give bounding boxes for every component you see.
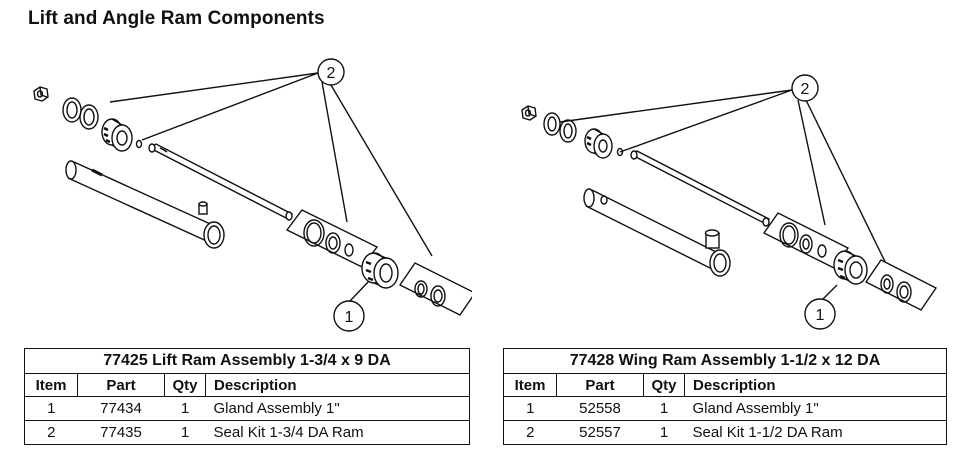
column-header-item: Item — [24, 373, 78, 397]
table-title: 77425 Lift Ram Assembly 1-3/4 x 9 DA — [24, 348, 470, 374]
cell-qty: 1 — [643, 420, 685, 445]
cell-description: Seal Kit 1-3/4 DA Ram — [205, 420, 470, 445]
seal-kit-box-2 — [398, 262, 472, 316]
cell-part: 52557 — [556, 420, 644, 445]
column-header-description: Description — [205, 373, 470, 397]
svg-text:1: 1 — [816, 307, 825, 324]
cell-part: 77434 — [77, 396, 165, 421]
cell-part: 52558 — [556, 396, 644, 421]
cell-description: Gland Assembly 1" — [205, 396, 470, 421]
cell-qty: 1 — [643, 396, 685, 421]
piston-part — [101, 118, 133, 152]
rod-part — [148, 143, 294, 221]
svg-text:2: 2 — [801, 81, 810, 98]
column-header-item: Item — [503, 373, 557, 397]
table-row: 1 52558 1 Gland Assembly 1" — [503, 396, 947, 421]
svg-text:1: 1 — [345, 309, 354, 326]
column-header-description: Description — [684, 373, 947, 397]
lift-ram-exploded-diagram: 2 1 — [33, 58, 472, 332]
wing-ram-parts-table: 77428 Wing Ram Assembly 1-1/2 x 12 DA It… — [503, 348, 947, 445]
barrel-part — [65, 160, 225, 249]
seal-kit-box — [285, 209, 379, 268]
cell-part: 77435 — [77, 420, 165, 445]
seal-kit-box-2 — [864, 259, 938, 311]
column-header-part: Part — [556, 373, 644, 397]
lift-ram-parts-table: 77425 Lift Ram Assembly 1-3/4 x 9 DA Ite… — [24, 348, 470, 445]
table-row: 2 77435 1 Seal Kit 1-3/4 DA Ram — [24, 420, 470, 445]
callout-1: 1 — [804, 298, 836, 330]
gland-assembly-part — [361, 252, 399, 289]
callout-2: 2 — [317, 58, 345, 86]
cell-qty: 1 — [164, 396, 206, 421]
cell-item: 1 — [24, 396, 78, 421]
rod-part — [630, 150, 771, 227]
cell-qty: 1 — [164, 420, 206, 445]
cell-item: 2 — [24, 420, 78, 445]
table-title: 77428 Wing Ram Assembly 1-1/2 x 12 DA — [503, 348, 947, 374]
wing-ram-exploded-diagram: 2 1 — [521, 74, 938, 330]
table-row: 1 77434 1 Gland Assembly 1" — [24, 396, 470, 421]
callout-1: 1 — [333, 300, 365, 332]
cell-item: 2 — [503, 420, 557, 445]
gland-assembly-part — [833, 250, 868, 285]
barrel-part — [583, 188, 731, 277]
cell-item: 1 — [503, 396, 557, 421]
column-header-qty: Qty — [164, 373, 206, 397]
callout-2: 2 — [791, 74, 819, 102]
cell-description: Seal Kit 1-1/2 DA Ram — [684, 420, 947, 445]
piston-part — [584, 128, 613, 159]
table-row: 2 52557 1 Seal Kit 1-1/2 DA Ram — [503, 420, 947, 445]
nut-part — [521, 105, 537, 121]
svg-text:2: 2 — [327, 65, 336, 82]
column-header-part: Part — [77, 373, 165, 397]
page-title: Lift and Angle Ram Components — [28, 8, 325, 29]
seal-kit-box — [762, 212, 850, 269]
column-header-qty: Qty — [643, 373, 685, 397]
cell-description: Gland Assembly 1" — [684, 396, 947, 421]
o-ring-part — [543, 112, 561, 136]
nut-part — [33, 86, 49, 102]
